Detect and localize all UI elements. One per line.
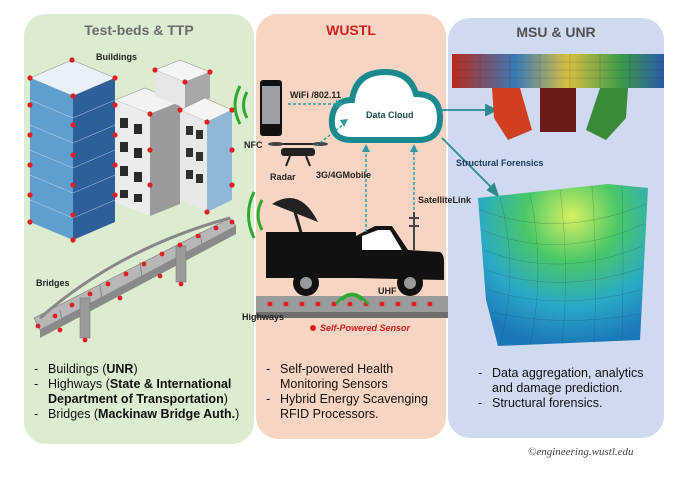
caption-left-item: -Buildings (UNR)	[34, 362, 138, 376]
label-nfc: NFC	[244, 140, 263, 150]
radar-dish-icon	[272, 198, 318, 237]
building-tall	[29, 59, 116, 240]
uhf-wave-icon	[335, 292, 369, 305]
label-data-cloud: Data Cloud	[366, 110, 414, 120]
label-wifi: WiFi /802.11	[290, 90, 341, 100]
caption-middle: -Self-powered Health Monitoring Sensors …	[266, 362, 442, 422]
caption-left-item: -Bridges (Mackinaw Bridge Auth.)	[34, 407, 240, 421]
building-mid	[114, 87, 181, 216]
label-bridges: Bridges	[36, 278, 70, 288]
building-sensor-dots	[27, 57, 235, 243]
arrow-heads	[336, 100, 418, 152]
forensics-arrows	[440, 103, 500, 199]
label-uhf: UHF	[378, 286, 397, 296]
caption-middle-item: -Self-powered Health Monitoring Sensors	[266, 362, 394, 391]
label-highways: Highways	[242, 312, 285, 322]
caption-right-item: -Structural forensics.	[478, 396, 603, 410]
caption-right-item: -Data aggregation, analytics and damage …	[478, 366, 644, 395]
bridge	[33, 216, 237, 343]
road	[256, 296, 448, 331]
smartphone-icon	[260, 80, 282, 136]
credit-text: ©engineering.wustl.edu	[528, 446, 634, 458]
label-3g4g: 3G/4GMobile	[316, 170, 372, 180]
caption-left: -Buildings (UNR) -Highways (State & Inte…	[34, 362, 252, 422]
caption-middle-item: -Hybrid Energy Scavenging RFID Processor…	[266, 392, 428, 421]
drone-icon	[268, 142, 328, 167]
caption-left-item: -Highways (State & International Departm…	[34, 377, 232, 406]
label-satellite-link: SatelliteLink	[418, 195, 472, 205]
cloud-icon	[328, 68, 444, 143]
antenna-icon	[409, 212, 419, 250]
label-self-powered-sensor: Self-Powered Sensor	[320, 323, 411, 333]
label-radar: Radar	[270, 172, 296, 182]
link-arrows	[288, 103, 415, 232]
title-testbeds: Test-beds & TTP	[84, 22, 194, 38]
truck-icon	[266, 226, 444, 296]
caption-right: -Data aggregation, analytics and damage …	[478, 366, 658, 411]
label-buildings: Buildings	[96, 52, 137, 62]
fe-model-joint-image	[452, 54, 664, 140]
title-msu-unr: MSU & UNR	[516, 24, 596, 40]
label-structural-forensics: Structural Forensics	[456, 158, 544, 168]
radar-wave-icon	[247, 191, 264, 239]
title-wustl: WUSTL	[326, 22, 376, 38]
fe-model-plate-image	[478, 184, 648, 346]
wifi-wave-icon	[233, 85, 249, 125]
